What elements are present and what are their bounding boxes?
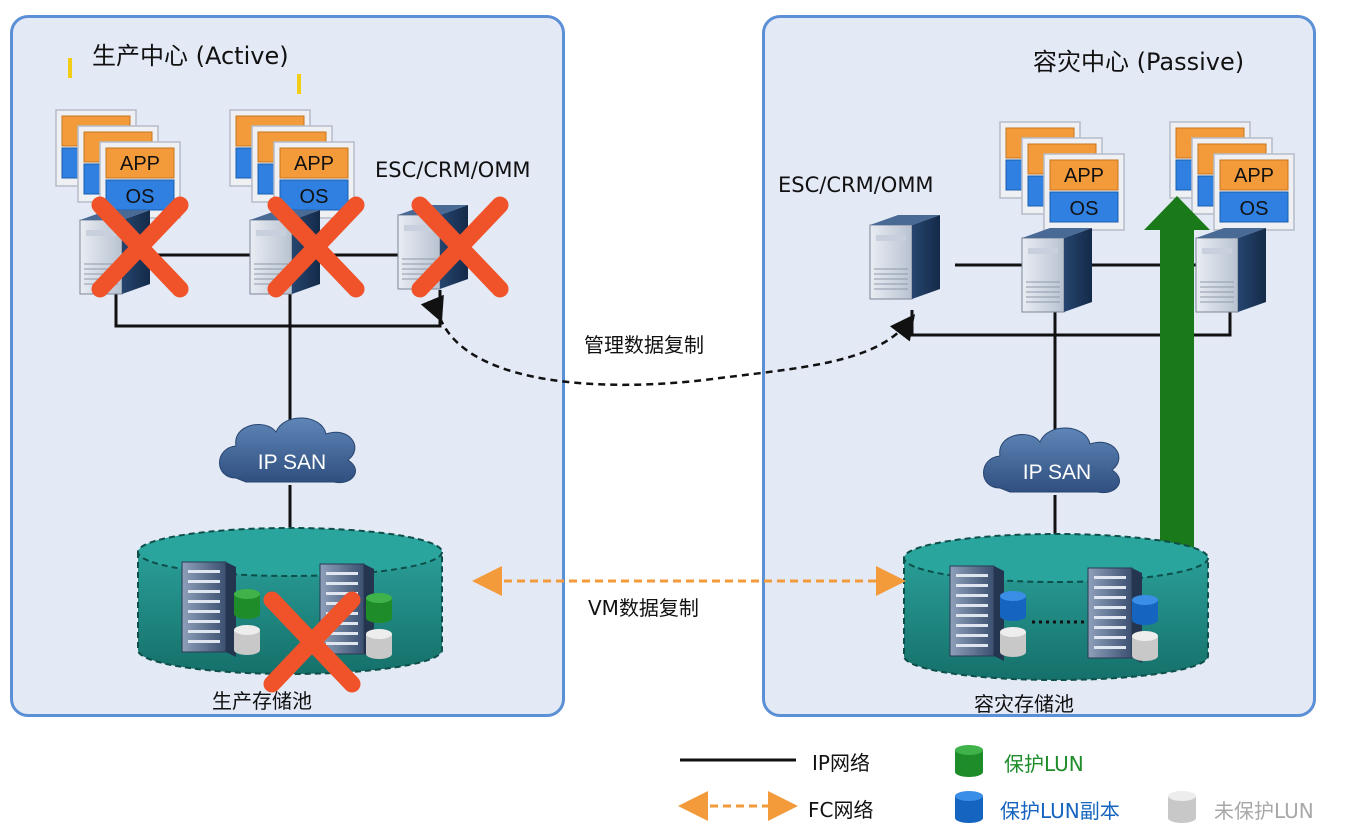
production-storage-pool (137, 527, 443, 684)
dr-storage-pool (903, 533, 1209, 681)
vm-app-label: APP (120, 153, 160, 175)
legend-unprotected-lun-icon (1168, 791, 1196, 823)
vm-app-label: APP (1234, 165, 1274, 187)
unprotected-lun-icon (234, 625, 260, 655)
production-pool-label: 生产存储池 (212, 689, 312, 713)
legend-protected-lun-replica-label: 保护LUN副本 (1000, 799, 1120, 823)
legend-unprotected-lun-label: 未保护LUN (1214, 799, 1314, 823)
protected-lun-icon (366, 593, 392, 623)
ip-san-label: IP SAN (258, 451, 326, 474)
legend (678, 745, 1196, 823)
vm-os-label: OS (1240, 198, 1269, 220)
vm-app-label: APP (294, 153, 334, 175)
failover-arrow (1144, 196, 1210, 556)
legend-protected-lun-label: 保护LUN (1004, 752, 1084, 776)
production-center-title: 生产中心 (Active) (92, 42, 289, 70)
dr-host-2 (1195, 227, 1267, 313)
protected-lun-replica-icon (1000, 591, 1026, 621)
dr-ip-san-cloud: IP SAN (983, 427, 1120, 494)
vm-app-label: APP (1064, 165, 1104, 187)
production-vm-stack-2: APP OS (229, 74, 355, 219)
protected-lun-icon (234, 589, 260, 619)
vm-replication-label: VM数据复制 (588, 596, 699, 620)
legend-ip-network-label: IP网络 (812, 751, 870, 775)
dr-center-title: 容灾中心 (Passive) (1033, 48, 1245, 76)
production-ip-san-cloud: IP SAN (219, 417, 356, 484)
protected-lun-replica-icon (1132, 595, 1158, 625)
unprotected-lun-icon (1132, 631, 1158, 661)
unprotected-lun-icon (366, 629, 392, 659)
ip-san-label: IP SAN (1023, 461, 1091, 484)
production-mgmt-label: ESC/CRM/OMM (375, 158, 531, 182)
legend-protected-lun-replica-icon (955, 791, 983, 823)
dr-pool-label: 容灾存储池 (974, 692, 1074, 716)
vm-os-label: OS (1070, 198, 1099, 220)
mgmt-replication-label: 管理数据复制 (584, 333, 704, 357)
dr-mgmt-label: ESC/CRM/OMM (778, 173, 934, 197)
dr-host-1 (1021, 227, 1093, 313)
production-ip-network (110, 253, 442, 540)
legend-fc-network-label: FC网络 (808, 798, 874, 822)
vm-os-label: OS (126, 186, 155, 208)
dr-mgmt-server (869, 214, 941, 300)
legend-protected-lun-icon (955, 745, 983, 777)
dr-vm-stack-2: APP OS (1169, 121, 1295, 231)
unprotected-lun-icon (1000, 627, 1026, 657)
dr-vm-stack-1: APP OS (999, 121, 1125, 231)
vm-os-label: OS (300, 186, 329, 208)
production-vm-stack-1: APP OS (55, 58, 181, 219)
